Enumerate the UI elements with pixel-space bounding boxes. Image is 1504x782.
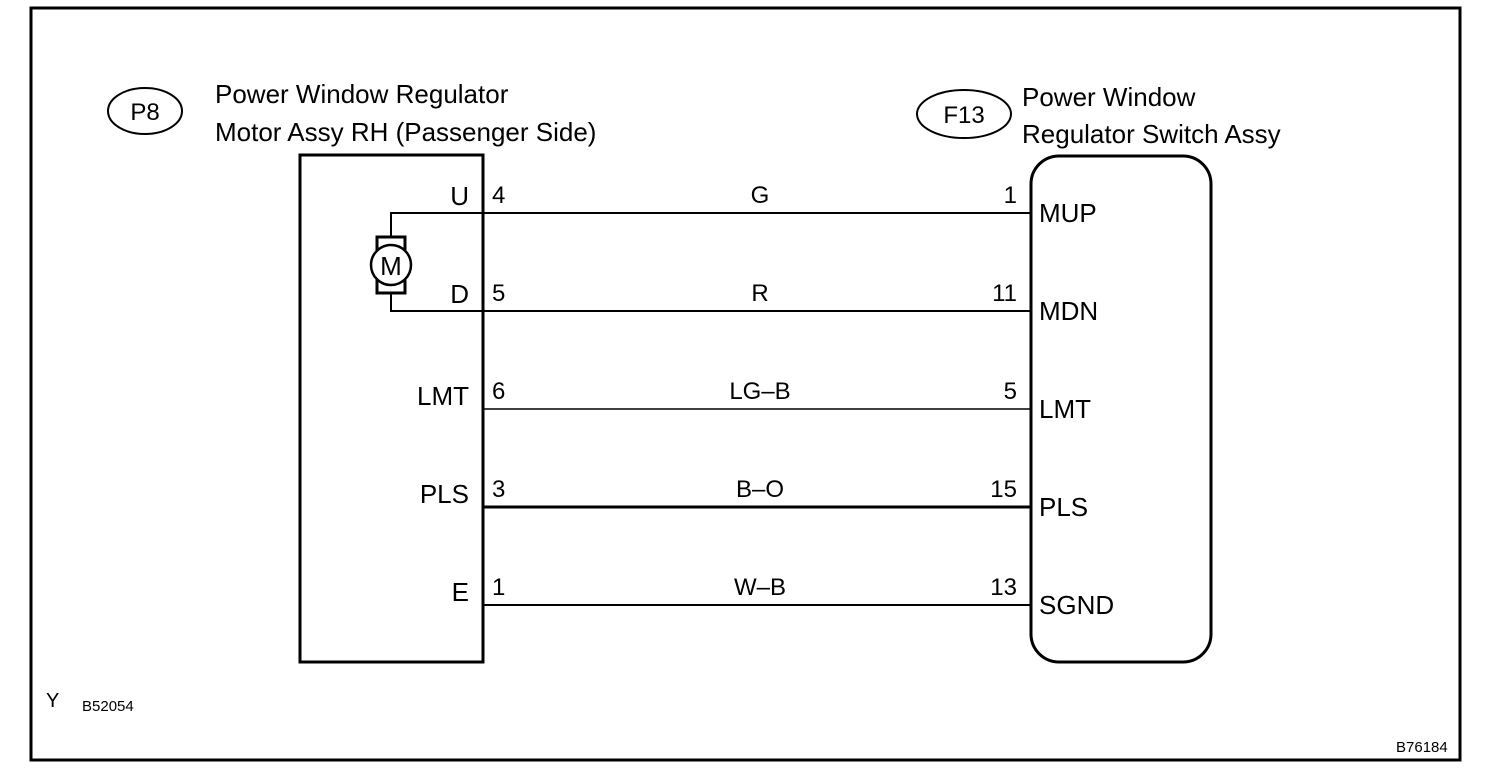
left-pin-number: 3 bbox=[492, 476, 505, 503]
right-terminal-label: MDN bbox=[1039, 296, 1098, 326]
right-pin-number: 11 bbox=[992, 280, 1017, 307]
wire-color-label: B–O bbox=[736, 476, 784, 503]
right-pin-number: 5 bbox=[1004, 378, 1017, 405]
left-terminal-label: U bbox=[450, 181, 469, 211]
motor-symbol: M bbox=[369, 212, 483, 312]
right-component-title-line2: Regulator Switch Assy bbox=[1022, 119, 1281, 149]
right-terminal-label: PLS bbox=[1039, 492, 1088, 522]
motor-symbol-letter: M bbox=[380, 251, 402, 281]
footer-left-mark: Y bbox=[46, 690, 59, 712]
right-connector-code-oval bbox=[916, 89, 1012, 139]
wire-color-label: W–B bbox=[734, 574, 786, 601]
left-terminal-label: D bbox=[450, 279, 469, 309]
right-terminal-label: SGND bbox=[1039, 590, 1114, 620]
right-terminal-label: MUP bbox=[1039, 198, 1097, 228]
left-pin-number: 6 bbox=[492, 378, 505, 405]
left-terminal-label: LMT bbox=[417, 381, 469, 411]
wire-color-label: G bbox=[751, 182, 770, 209]
wire-color-label: R bbox=[751, 280, 768, 307]
right-component-title-line1: Power Window bbox=[1022, 82, 1196, 112]
left-terminal-label: E bbox=[452, 577, 469, 607]
right-terminal-label: LMT bbox=[1039, 394, 1091, 424]
left-pin-number: 5 bbox=[492, 280, 505, 307]
footer-right-code: B76184 bbox=[1396, 739, 1448, 756]
footer-left-code: B52054 bbox=[82, 698, 134, 715]
left-component-title-line2: Motor Assy RH (Passenger Side) bbox=[215, 117, 596, 147]
left-component-title-line1: Power Window Regulator bbox=[215, 79, 509, 109]
left-connector-code-oval bbox=[107, 87, 183, 135]
left-connector-code: P8 bbox=[130, 99, 159, 126]
wire-color-label: LG–B bbox=[729, 378, 790, 405]
left-pin-number: 1 bbox=[492, 574, 505, 601]
right-connector-code: F13 bbox=[943, 102, 984, 129]
diagram-frame bbox=[29, 6, 1462, 762]
right-pin-number: 13 bbox=[990, 574, 1017, 601]
right-pin-number: 15 bbox=[990, 476, 1017, 503]
left-terminal-label: PLS bbox=[420, 479, 469, 509]
left-pin-number: 4 bbox=[492, 182, 505, 209]
right-pin-number: 1 bbox=[1004, 182, 1017, 209]
